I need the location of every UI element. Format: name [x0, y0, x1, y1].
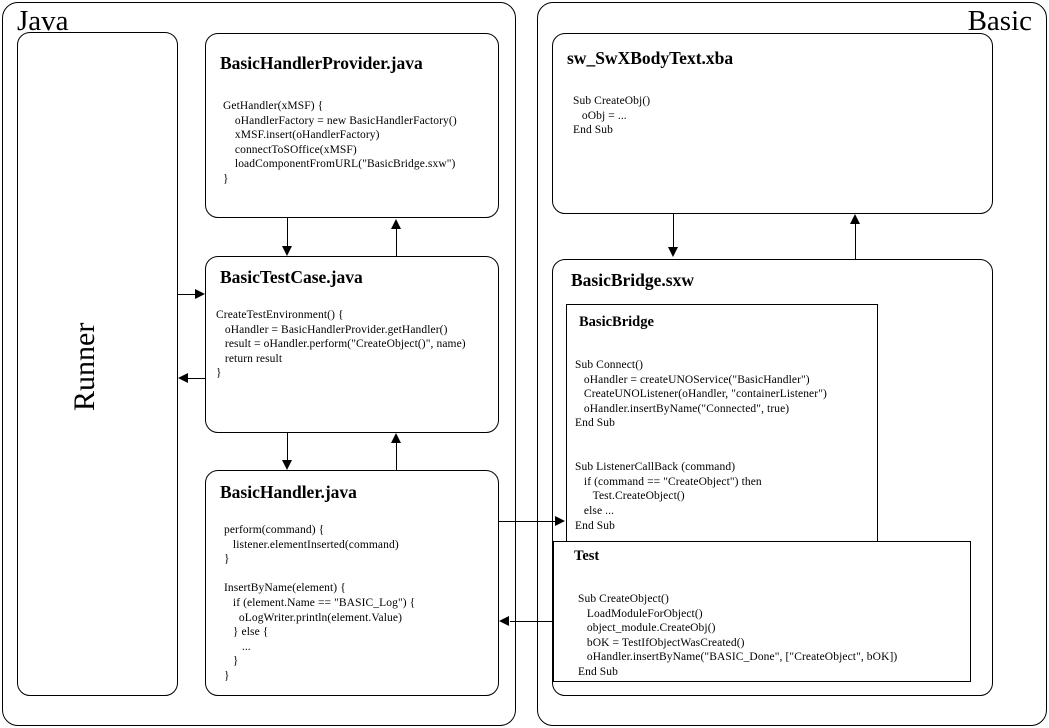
connector-handler-to-basicbridge-line — [499, 521, 561, 522]
basic-bridge-sxw-title: BasicBridge.sxw — [571, 270, 694, 290]
basic-test-case-title: BasicTestCase.java — [220, 267, 363, 287]
connector-testcase-to-runner-arrow — [178, 373, 188, 383]
module-basicbridge[interactable]: BasicBridge Sub Connect() oHandler = cre… — [566, 304, 878, 542]
connector-handler-to-testcase-arrow — [391, 433, 401, 443]
module-test-title: Test — [574, 548, 600, 564]
connector-handler-to-basicbridge-arrow — [555, 516, 565, 526]
connector-testcase-to-provider-arrow — [391, 219, 401, 229]
basic-handler-code: perform(command) { listener.elementInser… — [224, 524, 416, 682]
connector-provider-to-testcase-arrow — [282, 246, 292, 256]
connector-provider-to-bodytext-line — [673, 214, 674, 249]
connector-bodytext-to-provider-arrow — [850, 214, 860, 224]
basic-handler-provider-title: BasicHandlerProvider.java — [220, 53, 423, 73]
connector-test-to-handler-arrow — [499, 616, 509, 626]
connector-bodytext-to-provider-line — [855, 223, 856, 259]
runner-label: Runner — [68, 322, 101, 411]
module-test-code: Sub CreateObject() LoadModuleForObject()… — [578, 593, 898, 678]
basic-handler-provider-code: GetHandler(xMSF) { oHandlerFactory = new… — [223, 100, 457, 185]
module-basicbridge-title: BasicBridge — [579, 314, 654, 330]
connector-provider-to-testcase-line — [287, 218, 288, 248]
basic-test-case-code: CreateTestEnvironment() { oHandler = Bas… — [216, 309, 466, 380]
basic-test-case-box[interactable]: BasicTestCase.java CreateTestEnvironment… — [205, 256, 499, 433]
connector-testcase-to-runner-line — [183, 378, 205, 379]
module-test[interactable]: Test Sub CreateObject() LoadModuleForObj… — [553, 541, 971, 682]
basic-handler-title: BasicHandler.java — [220, 482, 357, 502]
sw-swxbodytext-title: sw_SwXBodyText.xba — [567, 48, 734, 68]
connector-provider-to-bodytext-arrow — [668, 247, 678, 257]
panel-basic-label: Basic — [967, 5, 1032, 37]
panel-java-label: Java — [17, 5, 69, 37]
sw-swxbodytext-box[interactable]: sw_SwXBodyText.xba Sub CreateObj() oObj … — [552, 33, 993, 214]
runner-box[interactable]: Runner — [17, 32, 178, 696]
connector-runner-to-testcase-arrow — [195, 289, 205, 299]
connector-testcase-to-handler-arrow — [282, 460, 292, 470]
connector-testcase-to-handler-line — [287, 433, 288, 461]
connector-test-to-handler-line — [510, 621, 553, 622]
basic-handler-provider-box[interactable]: BasicHandlerProvider.java GetHandler(xMS… — [205, 33, 499, 218]
basic-handler-box[interactable]: BasicHandler.java perform(command) { lis… — [205, 470, 499, 696]
module-basicbridge-code: Sub Connect() oHandler = createUNOServic… — [575, 359, 827, 532]
connector-runner-to-testcase-line — [178, 294, 200, 295]
connector-handler-to-testcase-line — [396, 442, 397, 470]
sw-swxbodytext-code: Sub CreateObj() oObj = ... End Sub — [573, 95, 651, 137]
connector-testcase-to-provider-line — [396, 228, 397, 256]
